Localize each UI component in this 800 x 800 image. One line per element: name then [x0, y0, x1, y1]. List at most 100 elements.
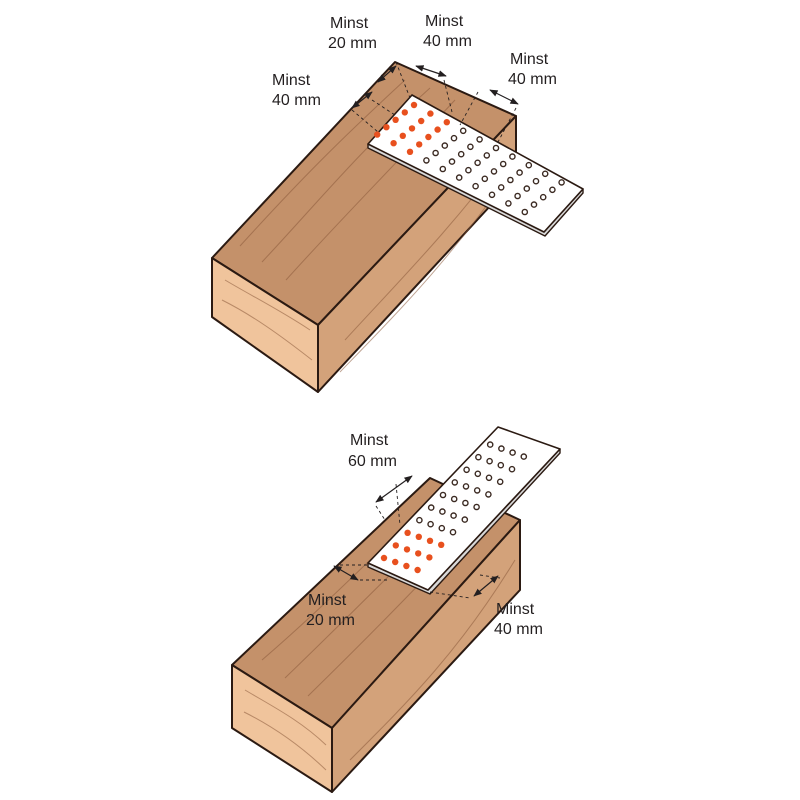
top-dim-left-40 — [351, 91, 373, 109]
bottom-plate-empty-hole — [473, 503, 480, 511]
bottom-label-a: Minst 60 mm — [348, 432, 397, 470]
bottom-dim-20 — [333, 565, 359, 581]
bottom-plate-empty-hole — [496, 478, 504, 486]
bottom-plate-empty-hole — [449, 528, 457, 536]
top-plate-nail-hole — [443, 119, 450, 126]
bottom-plate-nail-hole — [403, 562, 410, 570]
bottom-plate-nail-hole — [426, 537, 434, 544]
top-label-d-line2: 40 mm — [508, 71, 557, 88]
bottom-plate-nail-hole — [380, 554, 388, 562]
bottom-dimension-lines — [333, 475, 501, 599]
bottom-plate-empty-hole — [474, 470, 482, 478]
top-plate-empty-hole — [455, 174, 463, 181]
bottom-label-a-line2: 60 mm — [348, 453, 397, 470]
bottom-plate-empty-hole — [486, 457, 493, 465]
top-label-d: Minst 40 mm — [508, 51, 557, 88]
top-plate-nail-hole — [410, 101, 418, 109]
top-beam-end-face — [211, 257, 319, 393]
top-plate-nail-hole — [374, 131, 381, 138]
top-dim-right-40 — [489, 89, 519, 105]
top-plate-empty-hole — [507, 176, 514, 184]
top-plate-nail-hole — [392, 116, 399, 124]
bottom-plate-empty-hole — [427, 504, 435, 511]
bottom-label-b: Minst 20 mm — [306, 592, 355, 629]
top-dimension-lines — [351, 61, 519, 143]
bottom-plate-empty-hole — [439, 508, 446, 515]
bottom-plate-empty-hole — [463, 466, 470, 474]
bottom-plate-empty-hole — [439, 491, 447, 499]
bottom-plate-nail-hole — [438, 541, 445, 548]
bottom-plate-empty-hole — [450, 512, 457, 519]
bottom-plate-nail-hole — [392, 558, 399, 566]
bottom-plate-empty-hole — [486, 441, 494, 448]
top-plate-nail-hole — [418, 117, 425, 125]
top-plate-empty-hole — [474, 159, 481, 167]
top-plate-empty-hole — [509, 153, 516, 160]
top-label-b: Minst 20 mm — [328, 15, 377, 52]
top-plate-empty-hole — [525, 161, 533, 169]
top-dim-left2-40 — [377, 65, 397, 83]
top-label-b-line1: Minst — [330, 15, 369, 32]
bottom-plate-empty-hole — [450, 495, 458, 503]
top-dim-20 — [415, 65, 447, 77]
top-plate-empty-hole — [521, 208, 529, 216]
bottom-label-c: Minst 40 mm — [494, 601, 543, 638]
bottom-label-b-line2: 20 mm — [306, 612, 355, 629]
bottom-plate-nail-hole — [426, 554, 433, 561]
bottom-plate-empty-hole — [485, 474, 493, 482]
bottom-plate-holes — [380, 441, 528, 574]
top-plate-empty-hole — [459, 127, 467, 135]
top-plate-nail-hole — [434, 126, 441, 133]
bottom-plate-empty-hole — [416, 516, 423, 524]
bottom-plate-nail-hole — [415, 533, 422, 540]
bottom-plate-nail-hole — [403, 546, 411, 553]
top-plate-empty-hole — [541, 170, 549, 178]
top-plate-holes — [374, 101, 565, 216]
bottom-nail-plate — [367, 426, 561, 595]
bottom-plate-empty-hole — [475, 453, 482, 461]
top-label-b-line2: 20 mm — [328, 35, 377, 52]
top-plate-empty-hole — [539, 193, 547, 201]
top-plate-empty-hole — [483, 152, 491, 159]
top-plate-empty-hole — [549, 186, 556, 194]
bottom-plate-empty-hole — [462, 499, 469, 507]
top-plate-empty-hole — [481, 175, 489, 183]
bottom-plate-nail-hole — [414, 566, 421, 574]
top-timber-beam — [211, 61, 517, 393]
top-plate-empty-hole — [523, 185, 531, 192]
top-plate-empty-hole — [450, 134, 458, 142]
top-label-c-line1: Minst — [425, 13, 464, 30]
bottom-plate-empty-hole — [473, 487, 481, 494]
top-plate-empty-hole — [530, 201, 538, 208]
top-plate-empty-hole — [472, 182, 479, 190]
top-plate-empty-hole — [476, 136, 483, 143]
bottom-plate-empty-hole — [462, 483, 470, 490]
top-plate-empty-hole — [439, 165, 447, 173]
top-plate-empty-hole — [516, 169, 523, 176]
bottom-plate-empty-hole — [427, 520, 434, 528]
top-label-d-line1: Minst — [510, 51, 549, 68]
bottom-plate-empty-hole — [520, 453, 528, 460]
top-plate-empty-hole — [465, 166, 472, 174]
top-figure: Minst 40 mm Minst 20 mm Minst 40 mm Mins… — [211, 13, 584, 393]
bottom-plate-empty-hole — [438, 524, 446, 532]
top-plate-empty-hole — [505, 200, 512, 207]
bottom-plate-empty-hole — [461, 516, 469, 523]
top-plate-empty-hole — [457, 150, 465, 158]
bottom-plate-empty-hole — [508, 465, 516, 473]
bottom-plate-empty-hole — [509, 449, 516, 456]
top-label-a: Minst 40 mm — [272, 72, 321, 109]
top-plate-empty-hole — [499, 160, 507, 168]
top-plate-empty-hole — [467, 143, 474, 151]
top-plate-nail-hole — [416, 141, 423, 148]
bottom-dim-60 — [375, 475, 413, 503]
top-label-c: Minst 40 mm — [423, 13, 472, 50]
top-plate-empty-hole — [532, 177, 540, 185]
bottom-plate-empty-hole — [485, 491, 492, 498]
top-plate-empty-hole — [432, 149, 439, 157]
bottom-plate-nail-hole — [392, 542, 399, 549]
bottom-plate-empty-hole — [497, 461, 505, 469]
top-plate-nail-hole — [425, 133, 432, 141]
top-plate-nail-hole — [383, 124, 390, 131]
